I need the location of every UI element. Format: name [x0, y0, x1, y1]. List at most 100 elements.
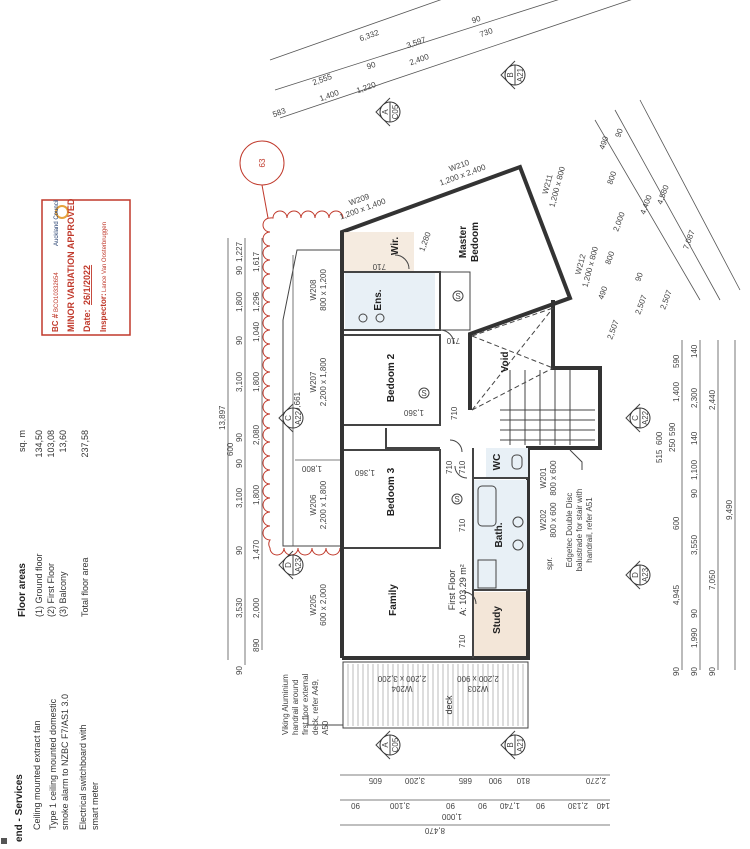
dimension-label: 90 [446, 801, 455, 810]
dimension-label: 90 [235, 336, 244, 345]
room-deck: deck [444, 695, 454, 715]
door-width: 710 [446, 336, 460, 345]
door-width: 710 [458, 518, 467, 532]
note-edgetec: handrail, refer A51 [585, 497, 594, 563]
dimension-label: 1,000 [441, 812, 462, 821]
dimension-label: 4,400 [638, 193, 653, 215]
legend-item: Electrical switchboard with [78, 724, 88, 830]
toilet [511, 454, 523, 470]
dimension-label: 90 [708, 667, 717, 676]
bc-number: BCO10332654 [54, 272, 60, 312]
basin [375, 313, 385, 323]
dimension-label: 1,800 [252, 484, 261, 505]
door-width: 710 [458, 634, 467, 648]
dimension-label: 890 [252, 638, 261, 652]
dimension-label: 3,597 [405, 35, 427, 50]
inspector-name: Lance Van Oosterbruggen [102, 222, 108, 292]
legend-item: smoke alarm to NZBC F7/AS1 3.0 [60, 694, 70, 830]
dim-1360: 1,360 [354, 468, 375, 477]
dimension-label: 1,296 [252, 291, 261, 312]
dimension-label: 3,550 [690, 534, 699, 555]
bathtub [477, 485, 497, 527]
dimension-label: 250 [668, 438, 677, 452]
dimension-label: 90 [235, 266, 244, 275]
dimension-label: 1,220 [355, 80, 377, 95]
void-cross [471, 307, 554, 411]
section-letter: D [631, 572, 640, 578]
section-letter: B [506, 72, 515, 77]
dimension-label: 600 [672, 516, 681, 530]
dimension-label: 605 [368, 776, 382, 785]
dimension-line [639, 99, 741, 291]
annotations: Viking Aluminiumhandrail aroundfirst flo… [281, 449, 594, 735]
dimension-label: 90 [478, 801, 487, 810]
dimension-label: 1,040 [252, 321, 261, 342]
room-master-bedroom: Master [458, 226, 469, 258]
basin [512, 516, 524, 528]
council-name: Auckland Council [54, 200, 60, 246]
dimension-label: 4,945 [672, 584, 681, 605]
door-width: 710 [458, 460, 467, 474]
window-w202-size: 800 x 600 [549, 502, 558, 538]
note-viking: Viking Aluminium [281, 674, 290, 735]
dimension-label: 8,470 [424, 826, 445, 835]
svg-text:Edgetec Double Discbalustrade: Edgetec Double Discbalustrade for stair … [565, 489, 594, 572]
dimension-label: 3,200 [404, 776, 425, 785]
dimension-line [274, 0, 559, 91]
svg-text:W2032,200 x 900: W2032,200 x 900 [457, 674, 499, 693]
dimension-label: 2,000 [252, 597, 261, 618]
dim-1280: 1,280 [417, 230, 432, 252]
room-master-bedroom: Bedoom [470, 222, 481, 262]
section-sheet: A21 [516, 737, 525, 752]
floor-name: First Floor [447, 570, 457, 611]
section-sheet: A23 [641, 567, 650, 582]
dimension-label: 1,100 [690, 459, 699, 480]
dimension-label: 515 [655, 449, 664, 463]
floor-areas-table: Floor areas sq. m (1) Ground floor 134,5… [17, 430, 90, 617]
window-w201: W201 [539, 467, 548, 488]
door-width: 710 [445, 460, 454, 474]
dimension-label: 2,507 [605, 318, 620, 340]
bathtub [439, 271, 471, 331]
svg-text:Viking Aluminiumhandrail aroun: Viking Aluminiumhandrail aroundfirst flo… [281, 673, 330, 735]
revision-tag: 63 [258, 158, 267, 167]
dimension-label: 9,490 [725, 499, 734, 520]
dimension-label: 90 [235, 459, 244, 468]
svg-text:W208800 x 1,200: W208800 x 1,200 [309, 269, 328, 311]
dimension-label: 490 [596, 285, 609, 301]
svg-text:W2062,200 x 1,800: W2062,200 x 1,800 [309, 480, 328, 529]
room-wc: WC [492, 454, 503, 471]
window-w205: W205 [309, 594, 318, 615]
dimension-label: 90 [690, 489, 699, 498]
building-walls [340, 164, 602, 729]
dimension-label: 7,050 [708, 569, 717, 590]
deck-outline [342, 661, 529, 729]
floor-area-value: 103,08 [46, 430, 56, 458]
council-approval-stamp: Auckland Council BC # BCO10332654 MINOR … [41, 198, 131, 336]
balcony-outline [282, 249, 343, 547]
dimension-label: 2,507 [658, 288, 673, 310]
inspector-label: Inspector: [99, 293, 108, 332]
dimension-line [279, 0, 632, 119]
dimension-label: 1,617 [252, 251, 261, 272]
dim-1360: 1,360 [403, 408, 424, 417]
section-letter: A [381, 742, 390, 748]
section-sheet: C05 [391, 104, 400, 119]
legend-item: Ceiling mounted extract fan [32, 720, 42, 830]
room-labels: Master Bedoom Wir. Ens. Bedoom 2 Bedoom … [373, 222, 511, 715]
dimension-label: 800 [605, 170, 618, 186]
window-w204-size: 2,200 x 3,200 [377, 674, 426, 683]
floor-area-value: 134,50 [34, 430, 44, 458]
dimension-label: 90 [235, 433, 244, 442]
floor-area-total-value: 237,58 [80, 430, 90, 458]
dimension-label: 1,400 [672, 381, 681, 402]
window-w207: W207 [309, 371, 318, 392]
